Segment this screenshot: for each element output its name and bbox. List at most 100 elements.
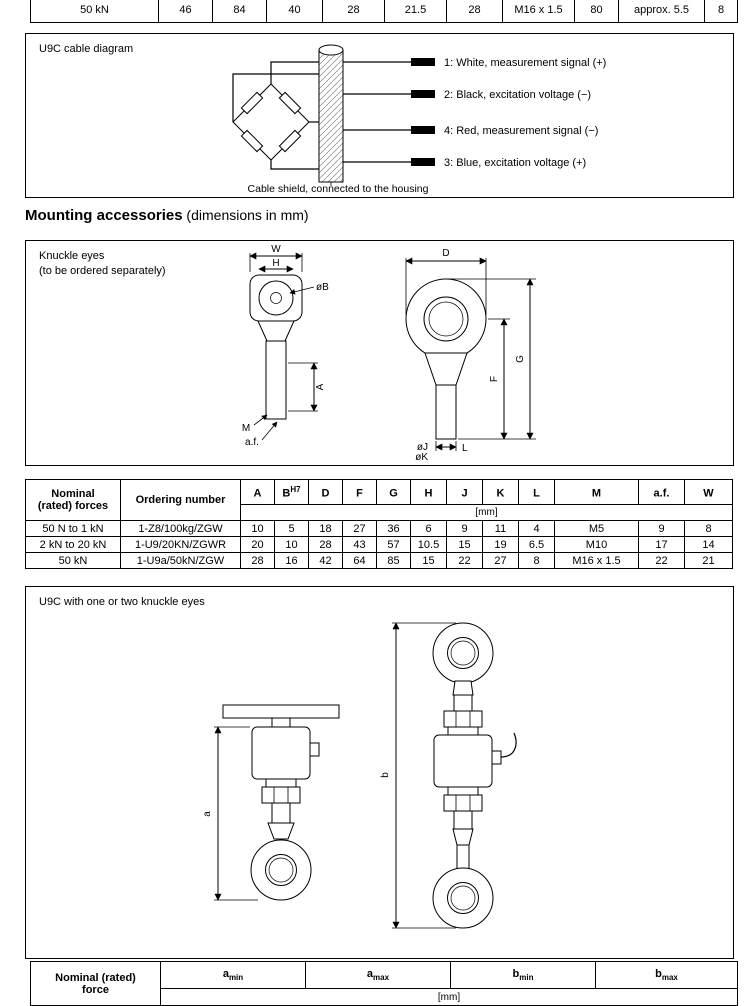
cell: 10: [240, 520, 275, 537]
cable-diagram-drawing: 1: White, measurement signal (+) 2: Blac…: [232, 44, 606, 195]
cell: 42: [308, 552, 343, 569]
table-row: 2 kN to 20 kN 1-U9/20KN/ZGWR 20 10 28 43…: [25, 536, 733, 553]
cell: 14: [684, 536, 733, 553]
cell: 5: [274, 520, 309, 537]
figure-caption: U9C with one or two knuckle eyes: [39, 596, 205, 608]
cell: 8: [684, 520, 733, 537]
col-header-force: Nominal (rated) force: [30, 961, 161, 1006]
header-row: Nominal (rated) force amin amax bmin bma…: [30, 961, 738, 1006]
cell: 4: [518, 520, 555, 537]
col-header-F: F: [342, 479, 377, 505]
col-header-amin: amin: [160, 961, 306, 989]
section-heading-note: (dimensions in mm): [182, 207, 309, 223]
unit-cell: [mm]: [240, 504, 733, 521]
wire-1: 1: White, measurement signal (+): [343, 57, 606, 69]
wire-2-label: 2: Black, excitation voltage (−): [444, 89, 591, 101]
cell: 50 kN: [25, 552, 121, 569]
knuckle-eyes-drawing: W H øB A M a.f. D: [242, 244, 536, 463]
wheatstone-bridge: [232, 83, 310, 161]
col-header-amax: amax: [305, 961, 451, 989]
cell: approx. 5.5: [618, 0, 705, 23]
cell: 10: [274, 536, 309, 553]
dim-label-oj: øJ: [417, 442, 428, 453]
cable-shield-note: Cable shield, connected to the housing: [248, 183, 429, 195]
cell: 21: [684, 552, 733, 569]
cell: 20: [240, 536, 275, 553]
bridge-to-cable-wires: [232, 61, 319, 170]
wire-1-label: 1: White, measurement signal (+): [444, 57, 606, 69]
col-header-H: H: [410, 479, 447, 505]
dim-label-a: a: [202, 811, 213, 817]
table-row: 50 kN 46 84 40 28 21.5 28 M16 x 1.5 80 a…: [30, 0, 738, 23]
col-header-J: J: [446, 479, 483, 505]
cell: 43: [342, 536, 377, 553]
cell: 28: [240, 552, 275, 569]
cell: 27: [482, 552, 519, 569]
col-header-K: K: [482, 479, 519, 505]
dim-label-b: b: [380, 772, 391, 778]
cell: 28: [446, 0, 503, 23]
cable-tube: [318, 44, 344, 183]
cable-diagram-figure: U9C cable diagram 1: White, measurement …: [25, 33, 734, 198]
col-header-A: A: [240, 479, 275, 505]
cell: 1-U9/20KN/ZGWR: [120, 536, 241, 553]
section-heading-bold: Mounting accessories: [25, 207, 183, 224]
cell: 46: [158, 0, 213, 23]
knuckle-eye-side-view: W H øB A M a.f.: [242, 244, 329, 448]
cell: 6: [410, 520, 447, 537]
dim-label-w: W: [271, 244, 281, 255]
table-row: 50 kN 1-U9a/50kN/ZGW 28 16 42 64 85 15 2…: [25, 552, 733, 569]
col-header-D: D: [308, 479, 343, 505]
cell: 28: [322, 0, 385, 23]
wire-4-terminal: [411, 126, 435, 134]
wire-2: 2: Black, excitation voltage (−): [343, 89, 591, 101]
cell: 9: [638, 520, 685, 537]
cell: 8: [518, 552, 555, 569]
cell: M16 x 1.5: [502, 0, 575, 23]
cell: 16: [274, 552, 309, 569]
wire-2-terminal: [411, 90, 435, 98]
wire-3-label: 3: Blue, excitation voltage (+): [444, 157, 586, 169]
unit-cell: [mm]: [160, 988, 738, 1006]
wire-4: 4: Red, measurement signal (−): [343, 125, 598, 137]
dim-label-l: L: [462, 443, 468, 454]
cell: 22: [638, 552, 685, 569]
wire-1-terminal: [411, 58, 435, 66]
col-header-L: L: [518, 479, 555, 505]
cell: 36: [376, 520, 411, 537]
cell: 8: [704, 0, 738, 23]
cell: 9: [446, 520, 483, 537]
cell: 18: [308, 520, 343, 537]
figure-caption: Knuckle eyes (to be ordered separately): [39, 250, 166, 277]
cell: 57: [376, 536, 411, 553]
table-row: 50 N to 1 kN 1-Z8/100kg/ZGW 10 5 18 27 3…: [25, 520, 733, 537]
cell: M10: [554, 536, 639, 553]
dim-label-m: M: [242, 423, 250, 434]
cell: 2 kN to 20 kN: [25, 536, 121, 553]
cable-pigtail: [500, 732, 517, 758]
cell: M16 x 1.5: [554, 552, 639, 569]
col-header-M: M: [554, 479, 639, 505]
assembly-one-knuckle-eye: a: [202, 704, 340, 901]
dim-label-af: a.f.: [245, 437, 259, 448]
col-header-af: a.f.: [638, 479, 685, 505]
dim-label-d: D: [442, 248, 449, 259]
assembly-figure: U9C with one or two knuckle eyes a: [25, 586, 734, 959]
cell: 27: [342, 520, 377, 537]
cell: 15: [446, 536, 483, 553]
section-heading: Mounting accessories (dimensions in mm): [25, 207, 309, 224]
col-header-bmin: bmin: [450, 961, 596, 989]
col-header-bmax: bmax: [595, 961, 738, 989]
cell: 1-U9a/50kN/ZGW: [120, 552, 241, 569]
cell: 1-Z8/100kg/ZGW: [120, 520, 241, 537]
dim-label-h: H: [272, 258, 279, 269]
col-header-B: BH7: [274, 479, 309, 505]
spec-table-partial: 50 kN 46 84 40 28 21.5 28 M16 x 1.5 80 a…: [30, 0, 738, 23]
cell: 28: [308, 536, 343, 553]
cell: M5: [554, 520, 639, 537]
col-header-W: W: [684, 479, 733, 505]
wire-4-label: 4: Red, measurement signal (−): [444, 125, 598, 137]
cell: 21.5: [384, 0, 447, 23]
cell: 50 kN: [30, 0, 159, 23]
cell: 19: [482, 536, 519, 553]
